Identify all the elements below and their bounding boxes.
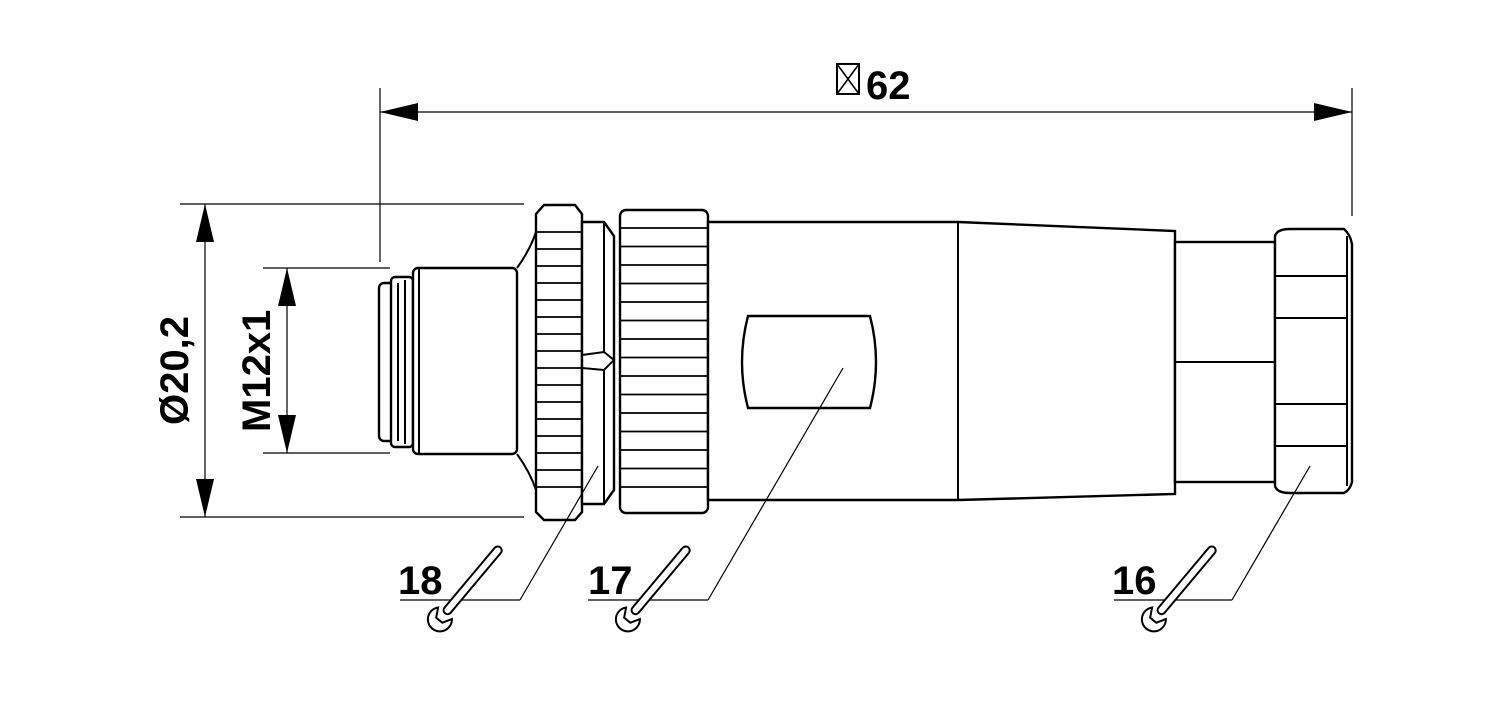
arrowhead-right bbox=[1314, 103, 1352, 121]
diameter-dimension: Ø20,2 bbox=[153, 203, 524, 518]
arrowhead-left bbox=[380, 103, 418, 121]
length-dimension: 62 bbox=[379, 63, 1353, 262]
callout-18: 18 bbox=[398, 465, 599, 603]
callout-number: 16 bbox=[1112, 559, 1157, 603]
wrench-icon bbox=[614, 545, 691, 633]
arrowhead-up bbox=[196, 204, 214, 242]
wrench-icon bbox=[426, 545, 503, 633]
marking-field bbox=[740, 314, 878, 410]
cable-gland-nut bbox=[1273, 227, 1354, 495]
thread-dimension: M12x1 bbox=[235, 267, 390, 454]
arrowhead-down bbox=[278, 415, 296, 453]
arrowhead-up bbox=[278, 268, 296, 306]
thread-label: M12x1 bbox=[235, 310, 279, 432]
callout-number: 17 bbox=[588, 559, 633, 603]
threaded-sleeve bbox=[411, 231, 537, 491]
diameter-label: Ø20,2 bbox=[153, 316, 197, 425]
box-symbol-icon bbox=[836, 63, 860, 95]
wrench-icon bbox=[1140, 545, 1217, 633]
length-value: 62 bbox=[866, 64, 911, 108]
pin-insert bbox=[377, 275, 415, 449]
locking-nut bbox=[618, 208, 710, 515]
cable-neck bbox=[1173, 240, 1277, 484]
callout-17: 17 bbox=[588, 367, 844, 603]
coupling-nut bbox=[534, 203, 584, 522]
housing bbox=[706, 220, 1177, 502]
callout-number: 18 bbox=[398, 559, 443, 603]
arrowhead-down bbox=[196, 479, 214, 517]
collar bbox=[580, 220, 616, 506]
